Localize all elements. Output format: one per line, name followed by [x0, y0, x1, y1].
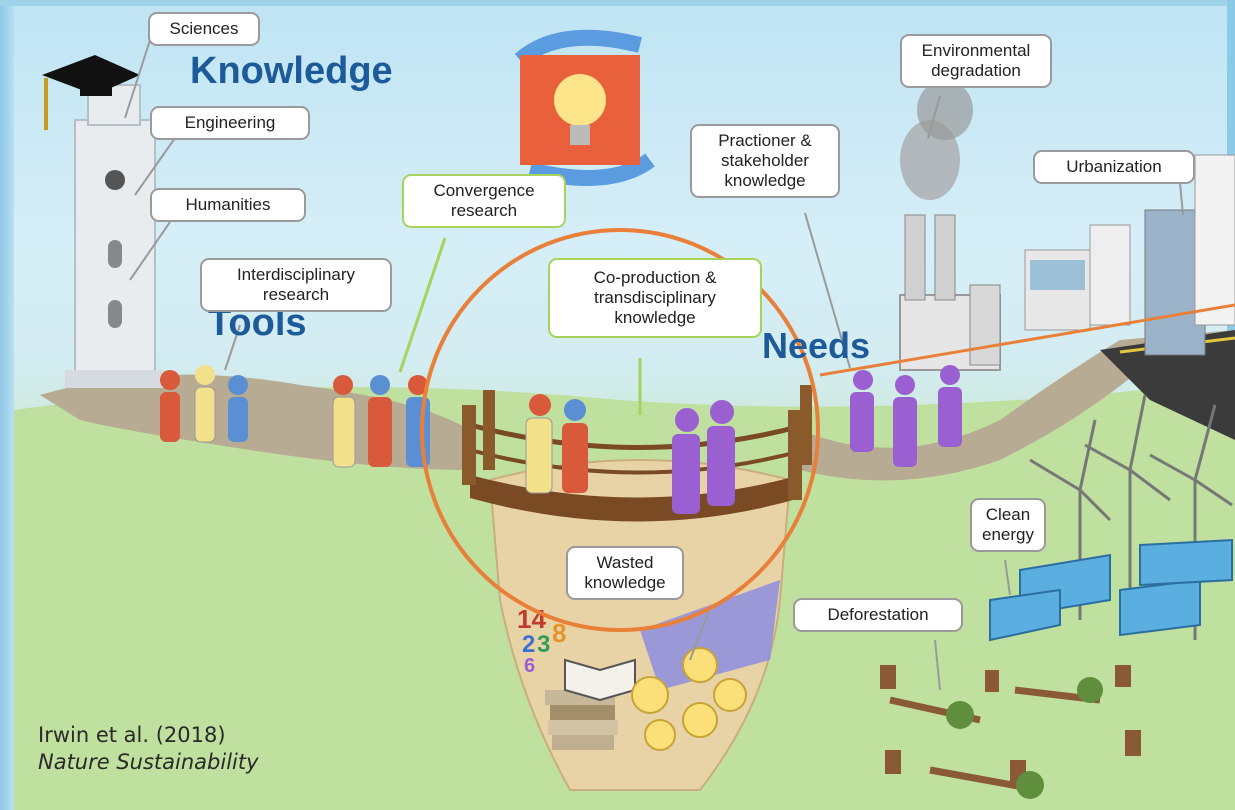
callout-humanities: Humanities	[150, 188, 306, 222]
people-tools	[160, 365, 248, 443]
bridge-post	[788, 410, 802, 500]
solar-panels	[989, 538, 1233, 642]
citation-journal: Nature Sustainability	[38, 750, 259, 774]
people-needs	[850, 365, 962, 467]
callout-coproduction: Co-production & transdisciplinary knowle…	[548, 258, 762, 338]
bridge-post	[800, 385, 812, 465]
university-tower	[42, 55, 165, 388]
bridge-post	[483, 390, 495, 470]
bridge-rope-mid	[469, 448, 806, 475]
callout-wasted-knowledge: Wasted knowledge	[566, 546, 684, 600]
factory	[899, 80, 1001, 371]
city	[1024, 154, 1235, 356]
pit-number: 6	[524, 655, 535, 677]
road	[1100, 330, 1235, 440]
callout-practioner: Practioner & stakeholder knowledge	[690, 124, 840, 198]
heading-needs: Needs	[762, 325, 871, 366]
callout-sciences: Sciences	[148, 12, 260, 46]
lightbulb-icon	[514, 29, 655, 186]
pit-number: 3	[537, 631, 550, 658]
highlight-circle	[420, 228, 820, 632]
callout-urbanization: Urbanization	[1033, 150, 1195, 184]
callout-tails-green	[398, 237, 642, 415]
callout-environmental: Environmental degradation	[900, 34, 1052, 88]
callout-clean-energy: Clean energy	[970, 498, 1046, 552]
frame-top-border	[0, 0, 1235, 6]
people-convergence	[332, 375, 430, 468]
callout-interdisciplinary: Interdisciplinary research	[200, 258, 392, 312]
bridge-deck	[470, 475, 800, 522]
pit-number: 2	[522, 631, 535, 658]
pit-layer	[640, 580, 780, 690]
callout-deforestation: Deforestation	[793, 598, 963, 632]
frame-left-border	[0, 0, 14, 810]
highlight-pointer-line	[819, 303, 1235, 377]
callout-engineering: Engineering	[150, 106, 310, 140]
callout-tails	[124, 39, 1184, 691]
heading-knowledge: Knowledge	[190, 50, 393, 92]
books-stack	[545, 658, 636, 750]
bridge-post	[462, 405, 476, 485]
citation: Irwin et al. (2018) Nature Sustainabilit…	[38, 722, 259, 776]
pit-number: 8	[552, 618, 566, 648]
deforestation-stumps	[880, 665, 1141, 799]
citation-authors: Irwin et al. (2018)	[38, 723, 226, 747]
winding-path	[40, 374, 470, 470]
callout-convergence: Convergence research	[402, 174, 566, 228]
bridge-rope-top	[469, 422, 806, 450]
people-bridge	[525, 394, 735, 514]
